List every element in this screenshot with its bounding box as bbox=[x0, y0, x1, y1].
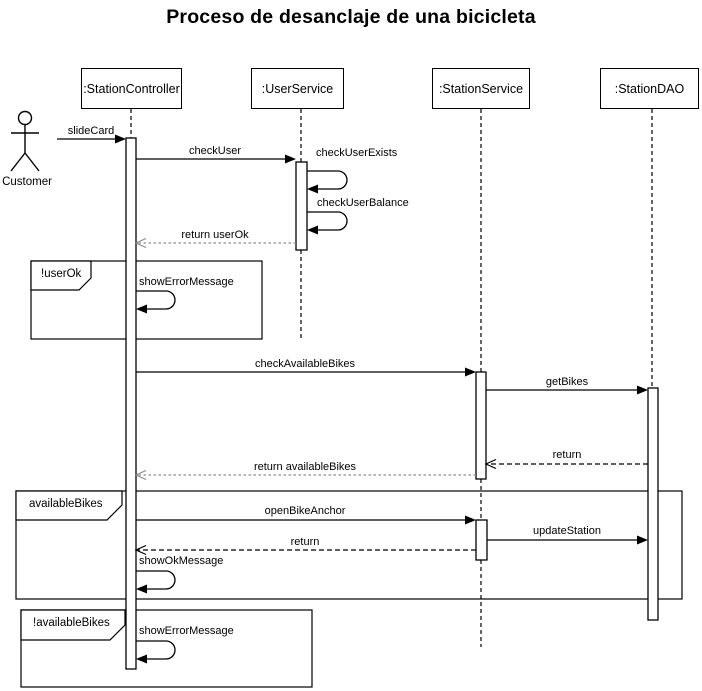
frame-label-availablebikes: availableBikes bbox=[29, 498, 103, 510]
message-label-return-2: return bbox=[290, 536, 320, 548]
actor-figure-customer bbox=[10, 110, 40, 172]
message-label-slidecard: slideCard bbox=[67, 125, 115, 137]
lifeline-head-userservice: :UserService bbox=[251, 68, 344, 109]
message-label-checkuserexists: checkUserExists bbox=[316, 147, 398, 159]
message-label-getbikes: getBikes bbox=[545, 376, 589, 388]
lifeline-head-stationdao: :StationDAO bbox=[600, 68, 699, 109]
message-label-showerrormessage-1: showErrorMessage bbox=[139, 276, 234, 288]
message-label-return-availablebikes: return availableBikes bbox=[253, 461, 357, 473]
self-call-checkuserexists bbox=[307, 170, 348, 194]
message-label-return-dao: return bbox=[552, 449, 582, 461]
lifeline-dashes bbox=[130, 109, 653, 647]
message-label-showerrormessage-2: showErrorMessage bbox=[139, 625, 234, 637]
message-arrow-openbikeanchor bbox=[136, 515, 476, 525]
frame-not-availablebikes bbox=[20, 609, 313, 688]
return-arrow-userok bbox=[134, 237, 296, 249]
lifeline-label: :StationDAO bbox=[614, 81, 685, 96]
message-label-updatestation: updateStation bbox=[533, 525, 601, 537]
lifeline-head-stationservice: :StationService bbox=[432, 68, 530, 109]
lifeline-label: :UserService bbox=[261, 81, 334, 96]
message-label-return-userok: return userOk bbox=[181, 229, 249, 241]
frame-not-userok bbox=[30, 260, 263, 340]
lifeline-head-stationcontroller: :StationController bbox=[81, 68, 182, 109]
diagram-title: Proceso de desanclaje de una bicicleta bbox=[166, 6, 536, 28]
message-arrow-getbikes bbox=[486, 385, 648, 395]
self-call-showokmessage bbox=[136, 570, 176, 594]
activation-stationservice-2 bbox=[475, 519, 488, 561]
self-call-showerrormessage-2 bbox=[136, 640, 176, 664]
message-label-checkavailablebikes: checkAvailableBikes bbox=[254, 358, 356, 370]
activation-bars bbox=[125, 137, 659, 670]
message-arrow-updatestation bbox=[487, 535, 648, 545]
message-arrow-checkuser bbox=[136, 154, 296, 164]
lifeline-label: :StationService bbox=[438, 81, 524, 96]
frame-availablebikes bbox=[15, 490, 683, 600]
activation-stationservice-1 bbox=[475, 371, 487, 480]
return-arrow-openbikeanchor bbox=[134, 544, 476, 556]
message-label-openbikeanchor: openBikeAnchor bbox=[264, 505, 346, 517]
self-call-checkuserbalance bbox=[307, 211, 348, 235]
activation-userservice bbox=[295, 161, 308, 251]
lifeline-label: :StationController bbox=[83, 81, 180, 96]
message-label-checkuserbalance: checkUserBalance bbox=[317, 197, 409, 209]
message-label-checkuser: checkUser bbox=[189, 145, 241, 157]
return-arrow-availablebikes bbox=[134, 469, 476, 481]
frame-label-not-userok: !userOk bbox=[41, 268, 82, 280]
return-arrow-dao bbox=[484, 458, 648, 470]
message-label-showokmessage: showOkMessage bbox=[139, 555, 224, 567]
frame-label-not-availablebikes: !availableBikes bbox=[33, 617, 110, 629]
activation-stationcontroller bbox=[125, 137, 137, 670]
self-call-showerrormessage-1 bbox=[136, 290, 176, 314]
actor-label-customer: Customer bbox=[2, 176, 52, 188]
activation-stationdao bbox=[647, 387, 659, 621]
message-arrow-slidecard bbox=[57, 134, 126, 144]
message-arrow-checkavailablebikes bbox=[136, 367, 476, 377]
